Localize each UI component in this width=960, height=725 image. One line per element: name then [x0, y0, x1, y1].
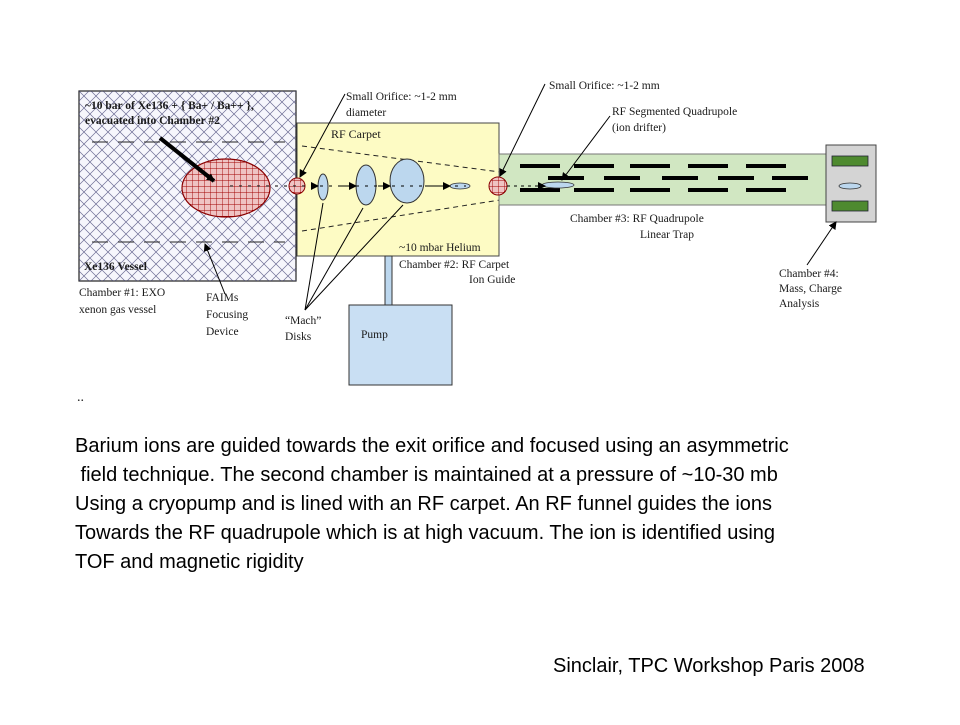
- faims-label: FAIMs Focusing Device: [206, 292, 251, 338]
- mach-disk-3: [389, 158, 425, 204]
- orifice-2: [488, 176, 508, 196]
- detector-top: [831, 155, 869, 167]
- caption: Barium ions are guided towards the exit …: [75, 432, 945, 577]
- small-orifice-label-2: Small Orifice: ~1-2 mm: [549, 80, 660, 92]
- chamber4-label: Chamber #4: Mass, Charge Analysis: [779, 268, 845, 310]
- small-orifice-label-1: Small Orifice: ~1-2 mm diameter: [346, 91, 460, 119]
- chamber3-label: Chamber #3: RF Quadrupole Linear Trap: [570, 213, 707, 241]
- caption-line-4: Towards the RF quadrupole which is at hi…: [75, 522, 776, 544]
- mach-disk-1: [317, 173, 329, 201]
- pump: [348, 304, 453, 386]
- rf-carpet-label: RF Carpet: [331, 127, 381, 141]
- chamber2-label: Chamber #2: RF Carpet Ion Guide: [399, 259, 515, 286]
- caption-line-2: field technique. The second chamber is m…: [75, 464, 778, 486]
- pump-label: Pump: [361, 329, 388, 341]
- mach-disk-2: [355, 164, 377, 206]
- quadrupole-label: RF Segmented Quadrupole (ion drifter): [612, 106, 740, 134]
- chamber1-fill-text: ~10 bar of Xe136 + { Ba+ / Ba++ }, evacu…: [85, 100, 257, 127]
- pump-pipe: [384, 255, 393, 307]
- credit-line: Sinclair, TPC Workshop Paris 2008: [553, 655, 865, 677]
- mach-disks-label: “Mach” Disks: [285, 315, 324, 343]
- ellipsis-dots: ..: [77, 390, 84, 405]
- chamber1-label: Chamber #1: EXO xenon gas vessel: [79, 287, 168, 316]
- xe-vessel-label: Xe136 Vessel: [84, 261, 147, 273]
- detector-bottom: [831, 200, 869, 212]
- caption-line-1: Barium ions are guided towards the exit …: [75, 435, 789, 457]
- helium-label: ~10 mbar Helium: [399, 242, 481, 254]
- caption-line-3: Using a cryopump and is lined with an RF…: [75, 493, 773, 515]
- caption-line-5: TOF and magnetic rigidity: [75, 551, 304, 573]
